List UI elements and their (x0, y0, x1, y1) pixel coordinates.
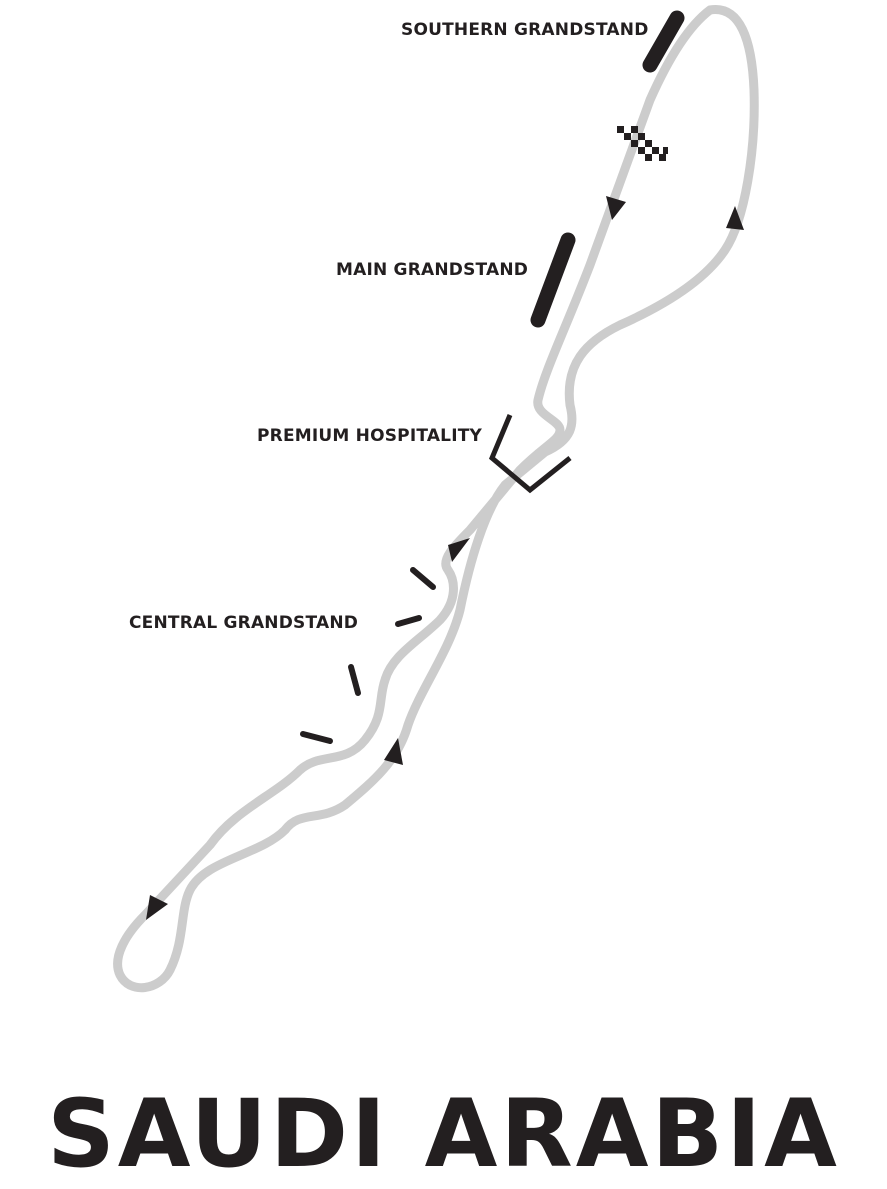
central-grandstand-label: CENTRAL GRANDSTAND (129, 613, 359, 633)
premium-hospitality-marker (488, 414, 572, 494)
main-grandstand-marker (530, 232, 576, 328)
southern-grandstand-marker (642, 10, 685, 73)
direction-arrow-icon (448, 538, 470, 562)
direction-arrow-icon (606, 196, 626, 220)
southern-grandstand-label: SOUTHERN GRANDSTAND (401, 20, 649, 40)
direction-arrow-icon (384, 738, 403, 765)
premium-hospitality-label: PREMIUM HOSPITALITY (257, 426, 483, 446)
central-grandstand-marker (300, 567, 436, 744)
country-title: SAUDI ARABIA (47, 1080, 840, 1189)
main-grandstand-label: MAIN GRANDSTAND (336, 260, 529, 280)
race-track (113, 5, 759, 993)
direction-arrow-icon (726, 206, 744, 230)
start-finish-checkered-flag-icon (617, 126, 668, 161)
direction-arrow-icon (146, 895, 168, 920)
